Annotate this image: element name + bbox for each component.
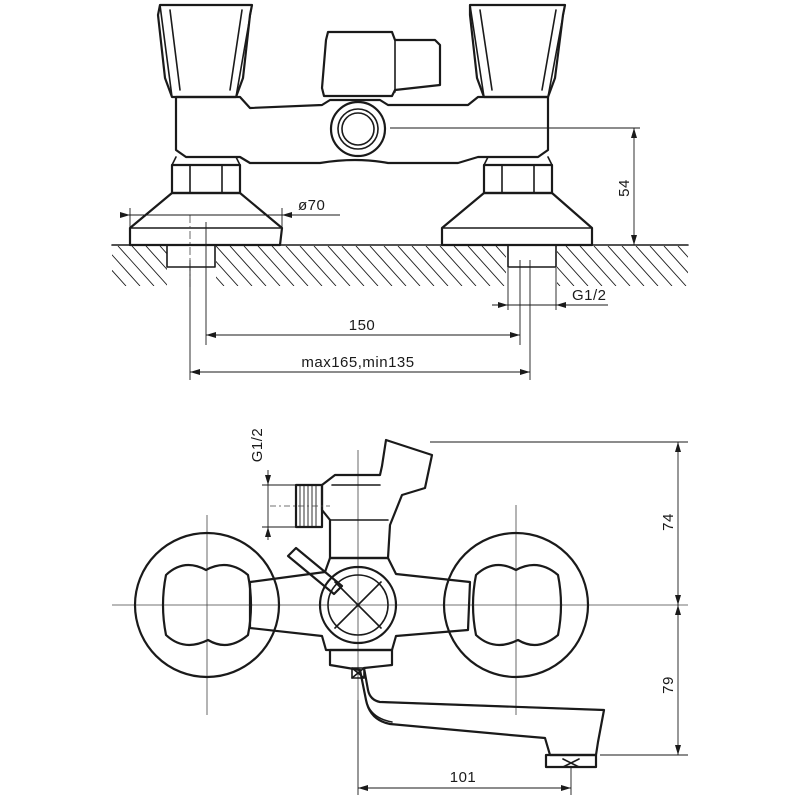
hatch-line	[112, 246, 141, 286]
hatch-line	[411, 246, 449, 286]
hatch-line	[439, 246, 477, 286]
left-escutcheon-plan	[133, 531, 281, 679]
mixer-body	[174, 95, 550, 165]
plan-view: G1/2 74 79 101	[112, 428, 688, 795]
hatch-line	[453, 246, 491, 286]
length-dimension-101-label: 101	[450, 769, 477, 786]
hatch-line	[355, 246, 393, 286]
hatch-line	[565, 246, 603, 286]
hatch-line	[467, 246, 505, 286]
right-escutcheon	[440, 191, 594, 247]
hatch-line	[257, 246, 295, 286]
height-dimension-79-label: 79	[660, 676, 677, 694]
hatch-line	[383, 246, 421, 286]
hatch-line	[173, 246, 211, 286]
thread-label-bottom: G1/2	[249, 428, 266, 463]
diverter-lever-plan	[286, 546, 344, 596]
dimension-150-label: 150	[349, 317, 376, 334]
hatch-line	[509, 246, 547, 286]
hatch-line	[579, 246, 617, 286]
hatch-line	[397, 246, 435, 286]
height-dimension-54-label: 54	[616, 179, 633, 197]
hatch-line	[495, 246, 533, 286]
hatch-line	[706, 246, 742, 286]
hatch-line	[593, 246, 631, 286]
right-escutcheon-plan	[442, 531, 590, 679]
hatch-line	[551, 246, 589, 286]
hatch-line	[299, 246, 337, 286]
hatch-line	[112, 246, 127, 286]
hatch-line	[369, 246, 407, 286]
hatch-line	[327, 246, 365, 286]
right-inlet-pipe	[507, 244, 557, 268]
hatch-line	[692, 246, 728, 286]
left-handle-plan	[161, 563, 253, 647]
front-elevation-view: 150 max165,min135 G1/2 ø70 54	[111, 3, 742, 380]
hatch-line	[425, 246, 463, 286]
hatch-line	[215, 246, 253, 286]
dimension-max-min-label: max165,min135	[301, 354, 414, 371]
aerator	[544, 753, 598, 769]
hatch-line	[285, 246, 323, 286]
spout	[328, 648, 606, 757]
hatch-line	[635, 246, 673, 286]
hatch-line	[663, 246, 688, 286]
hatch-line	[159, 246, 197, 286]
hatch-line	[117, 246, 155, 286]
outlet-circle	[329, 100, 387, 158]
wall-hatching	[112, 246, 742, 286]
hatch-line	[607, 246, 645, 286]
hatch-line	[201, 246, 239, 286]
hatch-line	[481, 246, 519, 286]
hatch-line	[621, 246, 659, 286]
hatch-line	[243, 246, 281, 286]
diverter-lever	[320, 30, 442, 98]
hatch-line	[229, 246, 267, 286]
hatch-line	[131, 246, 169, 286]
hatch-line	[523, 246, 561, 286]
hatch-line	[649, 246, 687, 286]
left-nut	[170, 163, 242, 195]
diameter-label: ø70	[298, 197, 325, 214]
right-handle-plan	[471, 563, 563, 647]
right-nut	[482, 163, 554, 195]
hatch-line	[271, 246, 309, 286]
shower-outlet-stem	[320, 438, 434, 560]
height-dimension-74-label: 74	[660, 513, 677, 531]
hatch-line	[677, 246, 688, 286]
hatch-line	[341, 246, 379, 286]
diverter-circle	[318, 565, 398, 645]
hatch-line	[313, 246, 351, 286]
left-inlet-pipe	[166, 244, 216, 268]
thread-label-top: G1/2	[572, 287, 607, 304]
hatch-line	[145, 246, 183, 286]
